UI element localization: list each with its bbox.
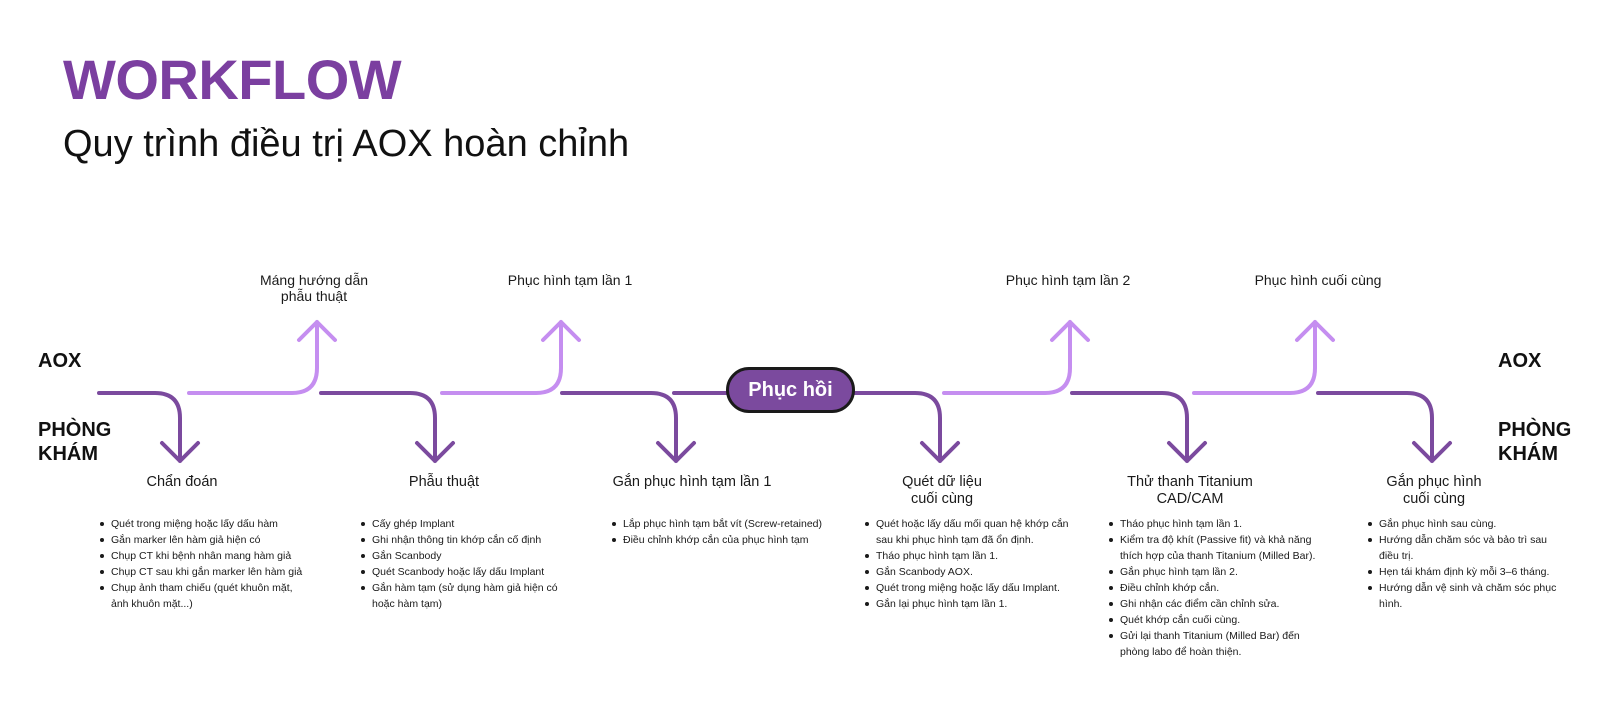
detail-item: Ghi nhận các điểm cần chỉnh sửa. bbox=[1108, 596, 1330, 612]
clinic-arrow-2 bbox=[319, 391, 455, 463]
aox-arrow-2 bbox=[440, 320, 581, 395]
clinic-step-title: Quét dữ liệu cuối cùng bbox=[902, 474, 982, 507]
aox-step-label: Máng hướng dẫn phẫu thuật bbox=[259, 272, 369, 305]
side-label-clinic-left: PHÒNG KHÁM bbox=[38, 419, 112, 465]
side-label-aox-left: AOX bbox=[38, 350, 82, 372]
detail-item: Gắn phục hình sau cùng. bbox=[1367, 516, 1565, 532]
clinic-arrow-3 bbox=[560, 391, 696, 463]
page-title: WORKFLOW bbox=[63, 48, 402, 111]
detail-item: Gắn Scanbody AOX. bbox=[864, 564, 1076, 580]
detail-item: Quét hoặc lấy dấu mối quan hệ khớp cắn s… bbox=[864, 516, 1076, 548]
detail-item: Tháo phục hình tạm lần 1. bbox=[1108, 516, 1330, 532]
restoration-pill: Phục hồi bbox=[726, 367, 855, 413]
clinic-step-title: Thử thanh Titanium CAD/CAM bbox=[1127, 474, 1253, 507]
clinic-step-details: Tháo phục hình tạm lần 1. Kiểm tra độ kh… bbox=[1108, 516, 1330, 660]
detail-item: Cấy ghép Implant bbox=[360, 516, 578, 532]
clinic-arrow-5 bbox=[853, 391, 960, 463]
side-label-aox-right: AOX bbox=[1498, 350, 1542, 372]
clinic-step-title: Chẩn đoán bbox=[146, 474, 218, 490]
page-subtitle: Quy trình điều trị AOX hoàn chỉnh bbox=[63, 123, 630, 165]
detail-item: Gửi lại thanh Titanium (Milled Bar) đến … bbox=[1108, 628, 1330, 660]
detail-item: Gắn phục hình tạm lần 2. bbox=[1108, 564, 1330, 580]
clinic-step-details: Cấy ghép Implant Ghi nhận thông tin khớp… bbox=[360, 516, 578, 612]
detail-item: Gắn lại phục hình tạm lần 1. bbox=[864, 596, 1076, 612]
detail-item: Ghi nhận thông tin khớp cắn cố định bbox=[360, 532, 578, 548]
clinic-step-details: Quét hoặc lấy dấu mối quan hệ khớp cắn s… bbox=[864, 516, 1076, 612]
detail-item: Gắn marker lên hàm giả hiện có bbox=[99, 532, 311, 548]
detail-item: Kiểm tra độ khít (Passive fit) và khả nă… bbox=[1108, 532, 1330, 564]
clinic-step-details: Lắp phục hình tạm bắt vít (Screw-retaine… bbox=[611, 516, 829, 548]
clinic-arrows bbox=[97, 391, 1452, 463]
detail-item: Quét trong miệng hoặc lấy dấu hàm bbox=[99, 516, 311, 532]
detail-item: Quét trong miệng hoặc lấy dấu Implant. bbox=[864, 580, 1076, 596]
clinic-arrow-7 bbox=[1316, 391, 1452, 463]
aox-arrow-3 bbox=[942, 320, 1090, 395]
detail-item: Gắn hàm tạm (sử dụng hàm giả hiện có hoặ… bbox=[360, 580, 578, 612]
aox-arrows bbox=[187, 320, 1335, 395]
detail-item: Quét khớp cắn cuối cùng. bbox=[1108, 612, 1330, 628]
detail-item: Hướng dẫn vệ sinh và chăm sóc phục hình. bbox=[1367, 580, 1565, 612]
detail-item: Điều chỉnh khớp cắn. bbox=[1108, 580, 1330, 596]
clinic-arrow-1 bbox=[97, 391, 200, 463]
clinic-step-title: Gắn phục hình tạm lần 1 bbox=[612, 474, 772, 490]
detail-item: Điều chỉnh khớp cắn của phục hình tạm bbox=[611, 532, 829, 548]
detail-item: Chụp CT sau khi gắn marker lên hàm giả bbox=[99, 564, 311, 580]
detail-item: Chụp CT khi bệnh nhân mang hàm giả bbox=[99, 548, 311, 564]
clinic-arrow-6 bbox=[1070, 391, 1207, 463]
detail-item: Gắn Scanbody bbox=[360, 548, 578, 564]
detail-item: Tháo phục hình tạm lần 1. bbox=[864, 548, 1076, 564]
aox-arrow-1 bbox=[187, 320, 337, 395]
aox-arrow-4 bbox=[1192, 320, 1335, 395]
clinic-step-details: Gắn phục hình sau cùng. Hướng dẫn chăm s… bbox=[1367, 516, 1565, 612]
detail-item: Hướng dẫn chăm sóc và bảo trì sau điều t… bbox=[1367, 532, 1565, 564]
clinic-step-title: Gắn phục hình cuối cùng bbox=[1386, 474, 1482, 507]
detail-item: Lắp phục hình tạm bắt vít (Screw-retaine… bbox=[611, 516, 829, 532]
detail-item: Quét Scanbody hoặc lấy dấu Implant bbox=[360, 564, 578, 580]
aox-step-label: Phục hình cuối cùng bbox=[1254, 272, 1382, 288]
clinic-step-details: Quét trong miệng hoặc lấy dấu hàm Gắn ma… bbox=[99, 516, 311, 612]
detail-item: Hẹn tái khám định kỳ mỗi 3–6 tháng. bbox=[1367, 564, 1565, 580]
detail-item: Chụp ảnh tham chiếu (quét khuôn mặt, ảnh… bbox=[99, 580, 311, 612]
aox-step-label: Phục hình tạm lần 1 bbox=[507, 272, 633, 288]
aox-step-label: Phục hình tạm lần 2 bbox=[1005, 272, 1131, 288]
clinic-step-title: Phẫu thuật bbox=[408, 474, 480, 490]
side-label-clinic-right: PHÒNG KHÁM bbox=[1498, 419, 1572, 465]
